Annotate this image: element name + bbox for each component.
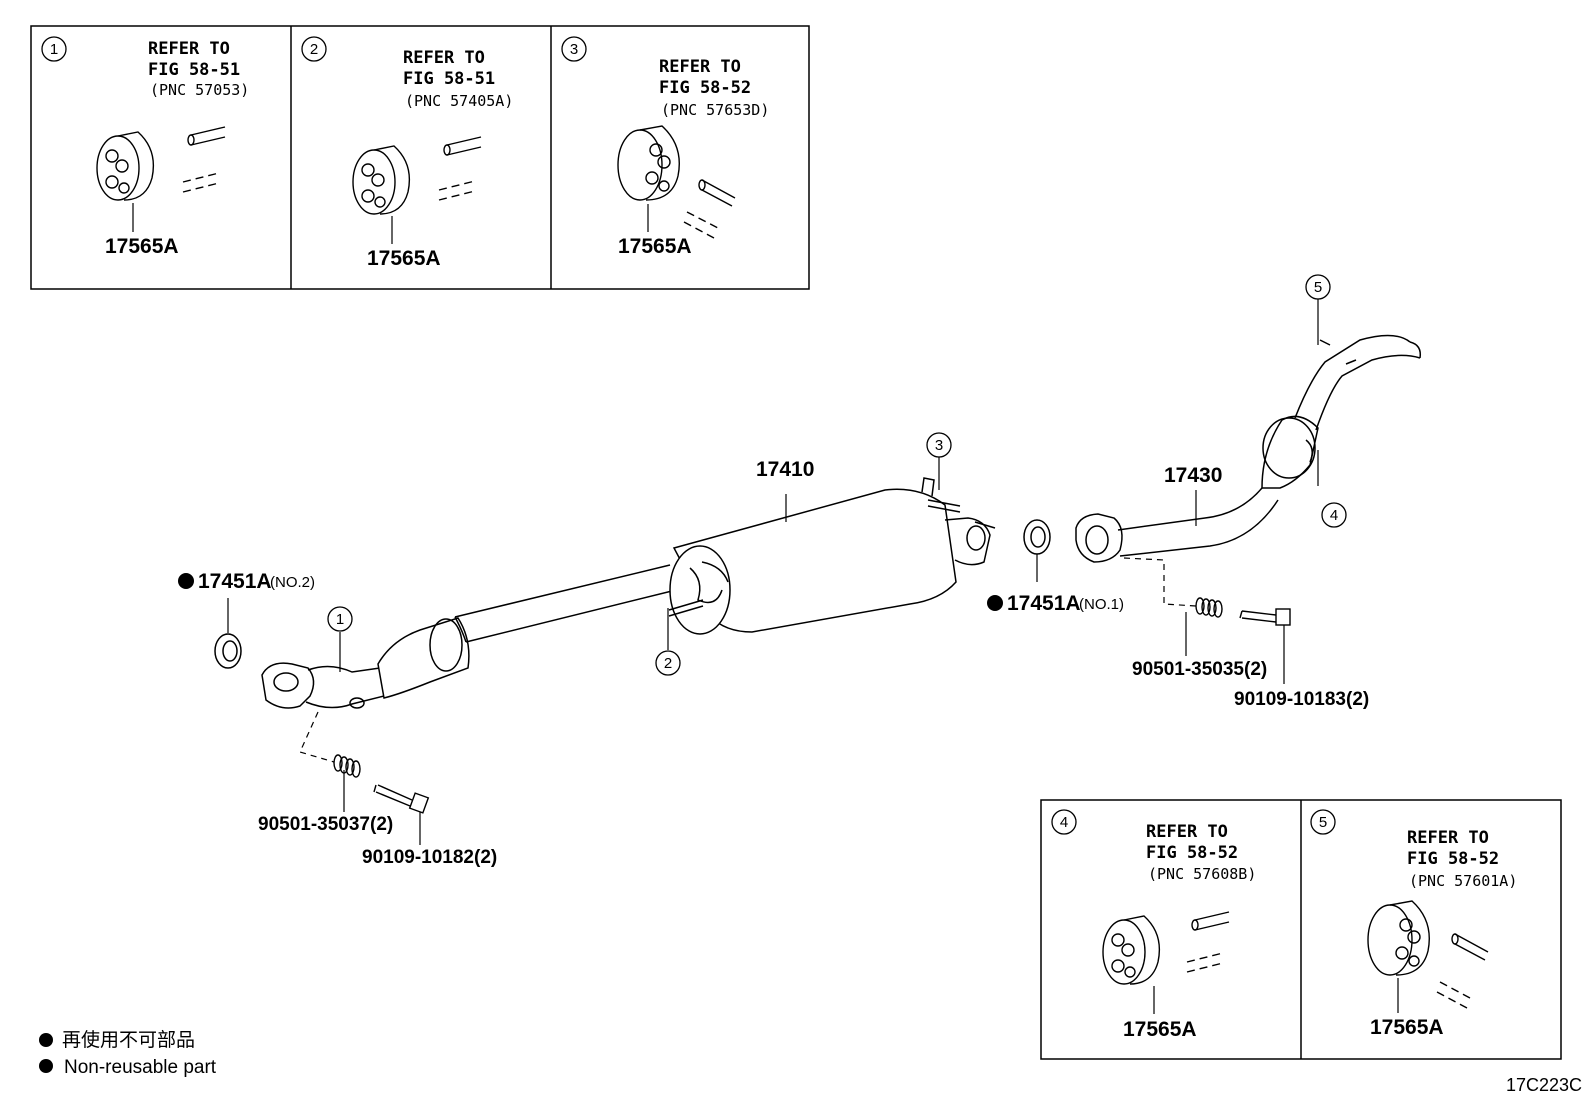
- detail-box-row-top: [30, 25, 810, 290]
- refer-to-label: REFER TO: [148, 39, 230, 59]
- hanger-rod-icon: [1186, 911, 1230, 973]
- center-muffler: [668, 477, 996, 635]
- bolt-left-icon: [373, 784, 430, 814]
- part-number-17451A-no1: 17451A: [1007, 592, 1081, 615]
- hanger-rod-icon: [1436, 933, 1489, 1009]
- refer-to-label: REFER TO: [1146, 822, 1228, 842]
- callout-3: 3: [926, 432, 952, 458]
- gasket-no1-label: 17451A (NO.1): [987, 592, 1124, 615]
- callout-circle: [1051, 809, 1077, 835]
- non-reusable-marker: [178, 573, 194, 589]
- callout-4: 4: [1321, 502, 1347, 528]
- alignment-dashes: [299, 557, 1197, 763]
- detail-box-number: 1: [50, 41, 58, 58]
- figure-code: 17C223C: [1506, 1075, 1582, 1095]
- pnc-reference: (PNC 57653D): [661, 101, 769, 119]
- detail-box-number: 2: [310, 41, 318, 58]
- detail-box-4: 4 REFER TO FIG 58-52 (PNC 57608B) 17565A: [1051, 809, 1256, 1041]
- detail-box-frame-top: [30, 25, 810, 290]
- legend-bullet: [39, 1033, 53, 1047]
- rubber-hanger-icon: [1367, 900, 1430, 976]
- rubber-hanger-icon: [1102, 915, 1161, 985]
- tail-pipe-assembly: [1075, 334, 1422, 563]
- hanger-rod-icon: [683, 179, 736, 239]
- part-number-17565A: 17565A: [367, 247, 441, 270]
- figure-reference: FIG 58-51: [403, 69, 495, 89]
- rubber-hanger-icon: [352, 145, 411, 215]
- pnc-reference: (PNC 57405A): [405, 92, 513, 110]
- callout-number: 2: [664, 655, 672, 672]
- gasket-no1-note: (NO.1): [1079, 596, 1124, 613]
- part-number-17565A: 17565A: [1370, 1016, 1444, 1039]
- detail-box-3: 3 REFER TO FIG 58-52 (PNC 57653D) 17565A: [561, 36, 769, 258]
- callout-5: 5: [1305, 274, 1331, 300]
- detail-box-2: 2 REFER TO FIG 58-51 (PNC 57405A) 17565A: [301, 36, 513, 270]
- hanger-rod-icon: [182, 126, 226, 193]
- gasket-no2-note: (NO.2): [270, 574, 315, 591]
- legend-bullet: [39, 1059, 53, 1073]
- part-number-17565A: 17565A: [1123, 1018, 1197, 1041]
- legend: 再使用不可部品 Non-reusable part: [39, 1029, 217, 1078]
- detail-box-row-bottom: [1040, 799, 1562, 1060]
- refer-to-label: REFER TO: [659, 57, 741, 77]
- non-reusable-marker: [987, 595, 1003, 611]
- callout-number: 3: [935, 437, 943, 454]
- callout-circle: [561, 36, 587, 62]
- part-number-17430: 17430: [1164, 464, 1222, 487]
- part-number-17565A: 17565A: [105, 235, 179, 258]
- figure-reference: FIG 58-52: [1407, 849, 1499, 869]
- callout-circle: [1310, 809, 1336, 835]
- detail-box-number: 3: [570, 41, 578, 58]
- spring-left-icon: [333, 754, 361, 778]
- part-number-bolt-right: 90109-10183(2): [1234, 689, 1369, 710]
- front-pipe-assembly: [261, 564, 677, 709]
- refer-to-label: REFER TO: [1407, 828, 1489, 848]
- gasket-no1-icon: [1023, 519, 1051, 555]
- leader-lines: [227, 299, 1319, 845]
- part-number-spring-right: 90501-35035(2): [1132, 659, 1267, 680]
- callout-circle: [41, 36, 67, 62]
- part-number-17410: 17410: [756, 458, 814, 481]
- spring-right-icon: [1195, 597, 1223, 618]
- callout-1: 1: [327, 606, 353, 632]
- figure-reference: FIG 58-52: [659, 78, 751, 98]
- legend-english: Non-reusable part: [64, 1057, 217, 1078]
- callout-number: 1: [336, 611, 344, 628]
- part-number-17451A-no2: 17451A: [198, 570, 272, 593]
- rubber-hanger-icon: [96, 131, 155, 201]
- legend-japanese: 再使用不可部品: [62, 1029, 195, 1051]
- detail-box-number: 4: [1060, 814, 1068, 831]
- bolt-right-icon: [1239, 608, 1291, 626]
- part-number-bolt-left: 90109-10182(2): [362, 847, 497, 868]
- callout-circle: [301, 36, 327, 62]
- part-number-17565A: 17565A: [618, 235, 692, 258]
- part-number-spring-left: 90501-35037(2): [258, 814, 393, 835]
- pnc-reference: (PNC 57608B): [1148, 865, 1256, 883]
- rubber-hanger-icon: [617, 125, 680, 201]
- pnc-reference: (PNC 57053): [150, 81, 249, 99]
- refer-to-label: REFER TO: [403, 48, 485, 68]
- gasket-no2-icon: [214, 633, 242, 669]
- detail-box-1: 1 REFER TO FIG 58-51 (PNC 57053) 17565A: [41, 36, 249, 258]
- detail-box-number: 5: [1319, 814, 1327, 831]
- detail-box-5: 5 REFER TO FIG 58-52 (PNC 57601A) 17565A: [1310, 809, 1517, 1039]
- hanger-rod-icon: [438, 136, 482, 201]
- pnc-reference: (PNC 57601A): [1409, 872, 1517, 890]
- callout-number: 5: [1314, 279, 1322, 296]
- figure-reference: FIG 58-52: [1146, 843, 1238, 863]
- callout-2: 2: [655, 650, 681, 676]
- callout-number: 4: [1330, 507, 1338, 524]
- gasket-no2-label: 17451A (NO.2): [178, 570, 315, 593]
- figure-reference: FIG 58-51: [148, 60, 240, 80]
